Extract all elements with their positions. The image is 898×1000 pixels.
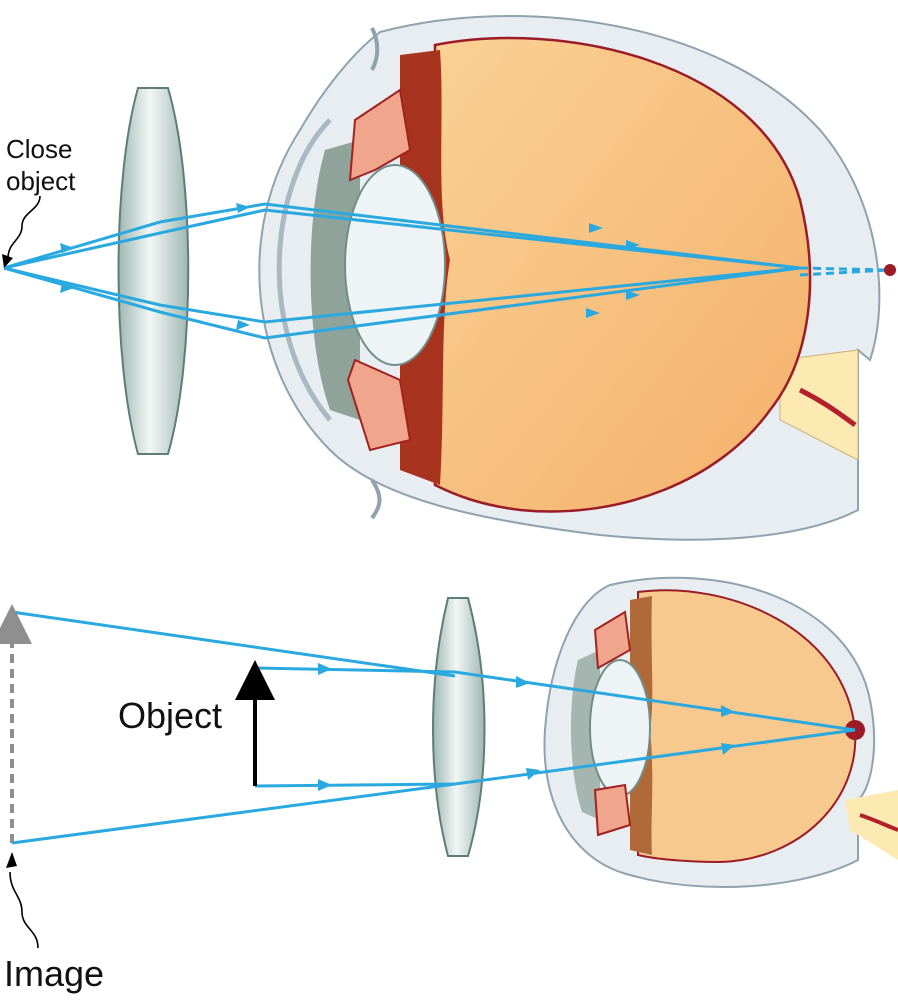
far-focal-point: [884, 264, 896, 276]
virtual-ray-bottom: [11, 782, 456, 845]
image-label: Image: [4, 953, 104, 994]
bottom-panel: Object Image: [0, 576, 898, 994]
corrective-lens-top: [117, 87, 190, 455]
optic-vessel-small: [859, 813, 898, 832]
large-eye: [258, 15, 881, 541]
muscle-small-top: [593, 610, 632, 670]
ray-arrowheads-top: [60, 203, 640, 330]
muscle-small-bottom: [593, 783, 632, 837]
image-pointer-tip: [6, 852, 17, 868]
arrowhead: [721, 743, 735, 755]
top-panel: Close object: [2, 15, 896, 541]
upper-eyelid: [370, 27, 380, 71]
close-object-label-line2: object: [6, 166, 76, 196]
optic-nerve: [779, 349, 859, 461]
ray-top-4: [3, 266, 801, 340]
arrowhead: [526, 768, 540, 780]
magnifying-lens: [432, 597, 486, 857]
crystalline-lens-small: [589, 659, 651, 797]
ray-top-2: [3, 208, 801, 270]
arrowhead: [236, 203, 250, 213]
arrowhead: [721, 705, 735, 717]
object-label: Object: [118, 695, 222, 736]
arrowhead: [318, 663, 332, 675]
arrowhead: [626, 290, 640, 300]
ciliary-muscle-top: [348, 88, 412, 182]
image-pointer: [9, 871, 39, 949]
ciliary-muscle-bottom: [346, 358, 412, 452]
arrowhead: [60, 283, 74, 293]
arrowhead: [60, 243, 74, 253]
cornea: [276, 118, 332, 422]
optic-nerve-small: [845, 790, 898, 860]
ray-top-3: [3, 266, 801, 324]
ray-arrowheads-bottom: [318, 663, 735, 791]
ray-extension-upper: [799, 266, 889, 272]
vitreous-body: [433, 36, 812, 513]
rays-top: [3, 202, 889, 340]
close-object-pointer: [7, 195, 41, 259]
vitreous-small: [637, 589, 857, 864]
arrowhead: [236, 320, 250, 330]
close-object-label-line1: Close: [6, 134, 72, 164]
optic-vessel: [798, 387, 857, 428]
arrowhead: [589, 223, 603, 233]
ray-top-1: [3, 202, 801, 270]
arrowhead: [318, 779, 332, 791]
arrowhead: [516, 676, 530, 688]
arrowhead: [626, 240, 640, 250]
arrowhead: [586, 308, 600, 318]
small-eye: [543, 576, 898, 888]
close-object-pointer-tip: [2, 254, 13, 268]
virtual-ray-top: [11, 610, 456, 678]
lower-eyelid: [370, 478, 382, 520]
ray-extension-lower: [799, 268, 889, 277]
crystalline-lens: [344, 164, 446, 366]
